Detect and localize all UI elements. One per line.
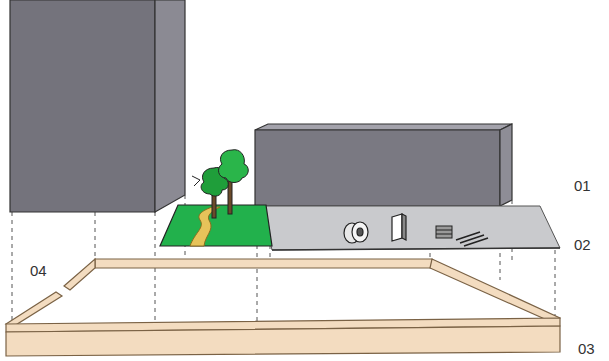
callout-number: 04 bbox=[30, 263, 47, 278]
tall-building bbox=[10, 0, 185, 212]
site-frame bbox=[6, 259, 560, 356]
park-patch bbox=[160, 150, 272, 246]
spool-object bbox=[344, 222, 368, 243]
callout-number: 01 bbox=[574, 178, 591, 193]
tree bbox=[192, 150, 248, 218]
low-building bbox=[255, 124, 512, 206]
bench-object bbox=[436, 226, 452, 238]
panel-object bbox=[392, 214, 406, 241]
ground-slab bbox=[262, 206, 560, 250]
rails-object bbox=[456, 232, 488, 246]
callout-number: 02 bbox=[574, 237, 591, 252]
callout-number: 03 bbox=[578, 341, 595, 356]
